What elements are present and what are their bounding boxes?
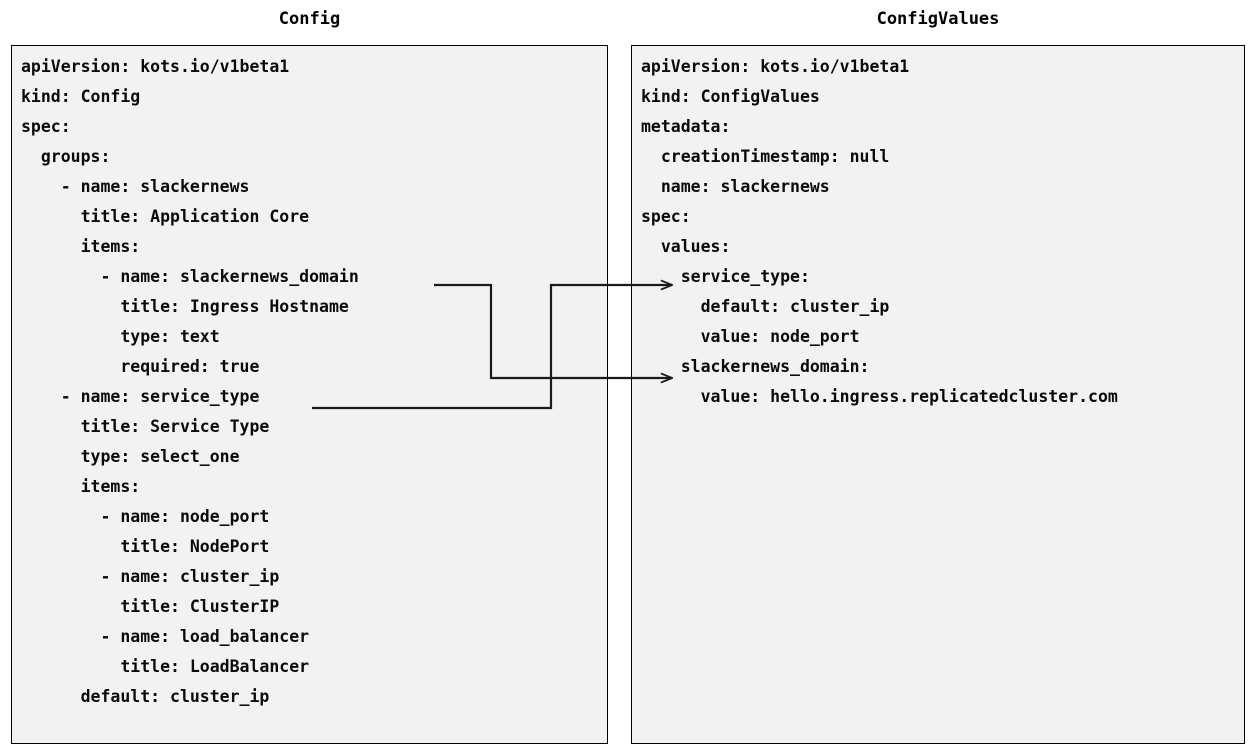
yaml-line-left-15: - name: node_port [21,507,270,526]
yaml-line-left-21: default: cluster_ip [21,687,270,706]
yaml-line-right-2: metadata: [641,117,731,136]
yaml-line-left-20: title: LoadBalancer [21,657,310,676]
yaml-line-left-18: title: ClusterIP [21,597,280,616]
yaml-line-right-8: default: cluster_ip [641,297,890,316]
yaml-panel-configvalues: apiVersion: kots.io/v1beta1 kind: ConfigV… [631,45,1245,744]
yaml-line-right-9: value: node_port [641,327,860,346]
yaml-line-left-16: title: NodePort [21,537,270,556]
yaml-body-configvalues: apiVersion: kots.io/v1beta1 kind: ConfigV… [641,52,1242,412]
panel-title-config: Config [278,9,341,29]
yaml-line-right-10: slackernews_domain: [641,357,870,376]
yaml-line-left-9: type: text [21,327,220,346]
yaml-body-config: apiVersion: kots.io/v1beta1 kind: Config s… [21,52,605,712]
yaml-line-right-0: apiVersion: kots.io/v1beta1 [641,57,910,76]
panel-title-configvalues: ConfigValues [876,9,1000,29]
yaml-panel-config: apiVersion: kots.io/v1beta1 kind: Config s… [11,45,608,744]
yaml-line-left-17: - name: cluster_ip [21,567,280,586]
yaml-line-right-6: values: [641,237,731,256]
yaml-line-right-5: spec: [641,207,691,226]
yaml-line-right-11: value: hello.ingress.replicatedcluster.c… [641,387,1118,406]
yaml-line-left-14: items: [21,477,141,496]
yaml-line-right-7: service_type: [641,267,810,286]
yaml-line-left-8: title: Ingress Hostname [21,297,349,316]
yaml-line-left-3: groups: [21,147,111,166]
yaml-line-left-5: title: Application Core [21,207,310,226]
yaml-line-right-3: creationTimestamp: null [641,147,890,166]
yaml-line-left-1: kind: Config [21,87,141,106]
yaml-line-right-4: name: slackernews [641,177,830,196]
yaml-line-left-2: spec: [21,117,71,136]
yaml-line-left-11: - name: service_type [21,387,260,406]
yaml-line-right-1: kind: ConfigValues [641,87,820,106]
yaml-line-left-4: - name: slackernews [21,177,250,196]
yaml-line-left-13: type: select_one [21,447,240,466]
yaml-line-left-12: title: Service Type [21,417,270,436]
yaml-line-left-7: - name: slackernews_domain [21,267,359,286]
yaml-line-left-10: required: true [21,357,260,376]
yaml-line-left-6: items: [21,237,141,256]
yaml-line-left-19: - name: load_balancer [21,627,310,646]
yaml-line-left-0: apiVersion: kots.io/v1beta1 [21,57,290,76]
